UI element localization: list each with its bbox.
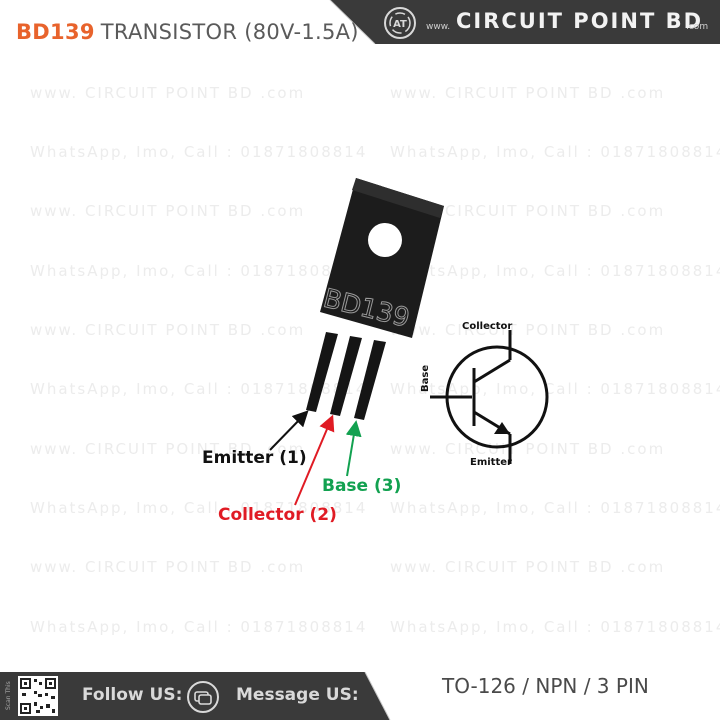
watermark-contact: WhatsApp, Imo, Call : 01871808814 [390, 262, 720, 280]
symbol-label-emitter: Emitter [470, 457, 512, 468]
watermark-contact: WhatsApp, Imo, Call : 01871808814 [390, 143, 720, 161]
watermark-contact: WhatsApp, Imo, Call : 01871808814 [390, 618, 720, 636]
scan-this-text: Scan This [5, 681, 12, 710]
watermark-site: www. CIRCUIT POINT BD .com [30, 321, 306, 339]
lead-base [354, 340, 386, 420]
brand-logo-icon: AT [384, 7, 416, 39]
watermark-site: www. CIRCUIT POINT BD .com [30, 440, 306, 458]
watermark-site: www. CIRCUIT POINT BD .com [30, 84, 306, 102]
watermark-site: www. CIRCUIT POINT BD .com [30, 558, 306, 576]
watermark-site: www. CIRCUIT POINT BD .com [30, 202, 306, 220]
watermark-contact: WhatsApp, Imo, Call : 01871808814 [30, 618, 368, 636]
symbol-label-base: Base [420, 364, 431, 392]
label-emitter-pin: Emitter (1) [202, 448, 307, 468]
brand-logo-letters: AT [393, 19, 407, 30]
transistor-leads [306, 332, 386, 420]
watermark-site: www. CIRCUIT POINT BD .com [390, 440, 666, 458]
brand-dotcom: .com [686, 22, 709, 32]
watermark-contact: WhatsApp, Imo, Call : 01871808814 [30, 143, 368, 161]
label-base-pin: Base (3) [322, 476, 402, 496]
label-collector-pin: Collector (2) [218, 505, 337, 525]
lead-emitter [306, 332, 338, 412]
emitter-pointer-arrow [269, 410, 309, 451]
qr-code-icon[interactable] [18, 676, 58, 716]
collector-pointer-arrow [294, 414, 335, 506]
watermark-site: www. CIRCUIT POINT BD .com [390, 321, 666, 339]
symbol-label-collector: Collector [462, 321, 513, 332]
watermark-site: www. CIRCUIT POINT BD .com [390, 558, 666, 576]
watermark-contact: WhatsApp, Imo, Call : 01871808814 [30, 499, 368, 517]
watermark-contact: WhatsApp, Imo, Call : 01871808814 [30, 262, 368, 280]
watermark-site: www. CIRCUIT POINT BD .com [390, 84, 666, 102]
base-pointer-arrow [345, 420, 362, 477]
package-spec: TO-126 / NPN / 3 PIN [442, 674, 649, 698]
message-us-label: Message US: [236, 685, 359, 705]
brand-www: www. [426, 22, 451, 32]
mounting-hole [368, 223, 402, 257]
brand-name: CIRCUIT POINT BD [456, 9, 704, 33]
npn-symbol [430, 330, 549, 464]
watermark-contact: WhatsApp, Imo, Call : 01871808814 [30, 380, 368, 398]
transistor-body: BD139 [320, 178, 444, 338]
title-description: TRANSISTOR (80V-1.5A) [100, 20, 359, 44]
title-model: BD139 [16, 20, 95, 44]
header-bar [0, 0, 720, 44]
lead-collector [330, 336, 362, 416]
emitter-arrow-icon [494, 422, 510, 434]
follow-us-label: Follow US: [82, 685, 183, 705]
header-background [0, 0, 720, 44]
watermark-site: www. CIRCUIT POINT BD .com [390, 202, 666, 220]
messenger-icon[interactable] [186, 680, 220, 714]
watermark-contact: WhatsApp, Imo, Call : 01871808814 [390, 499, 720, 517]
